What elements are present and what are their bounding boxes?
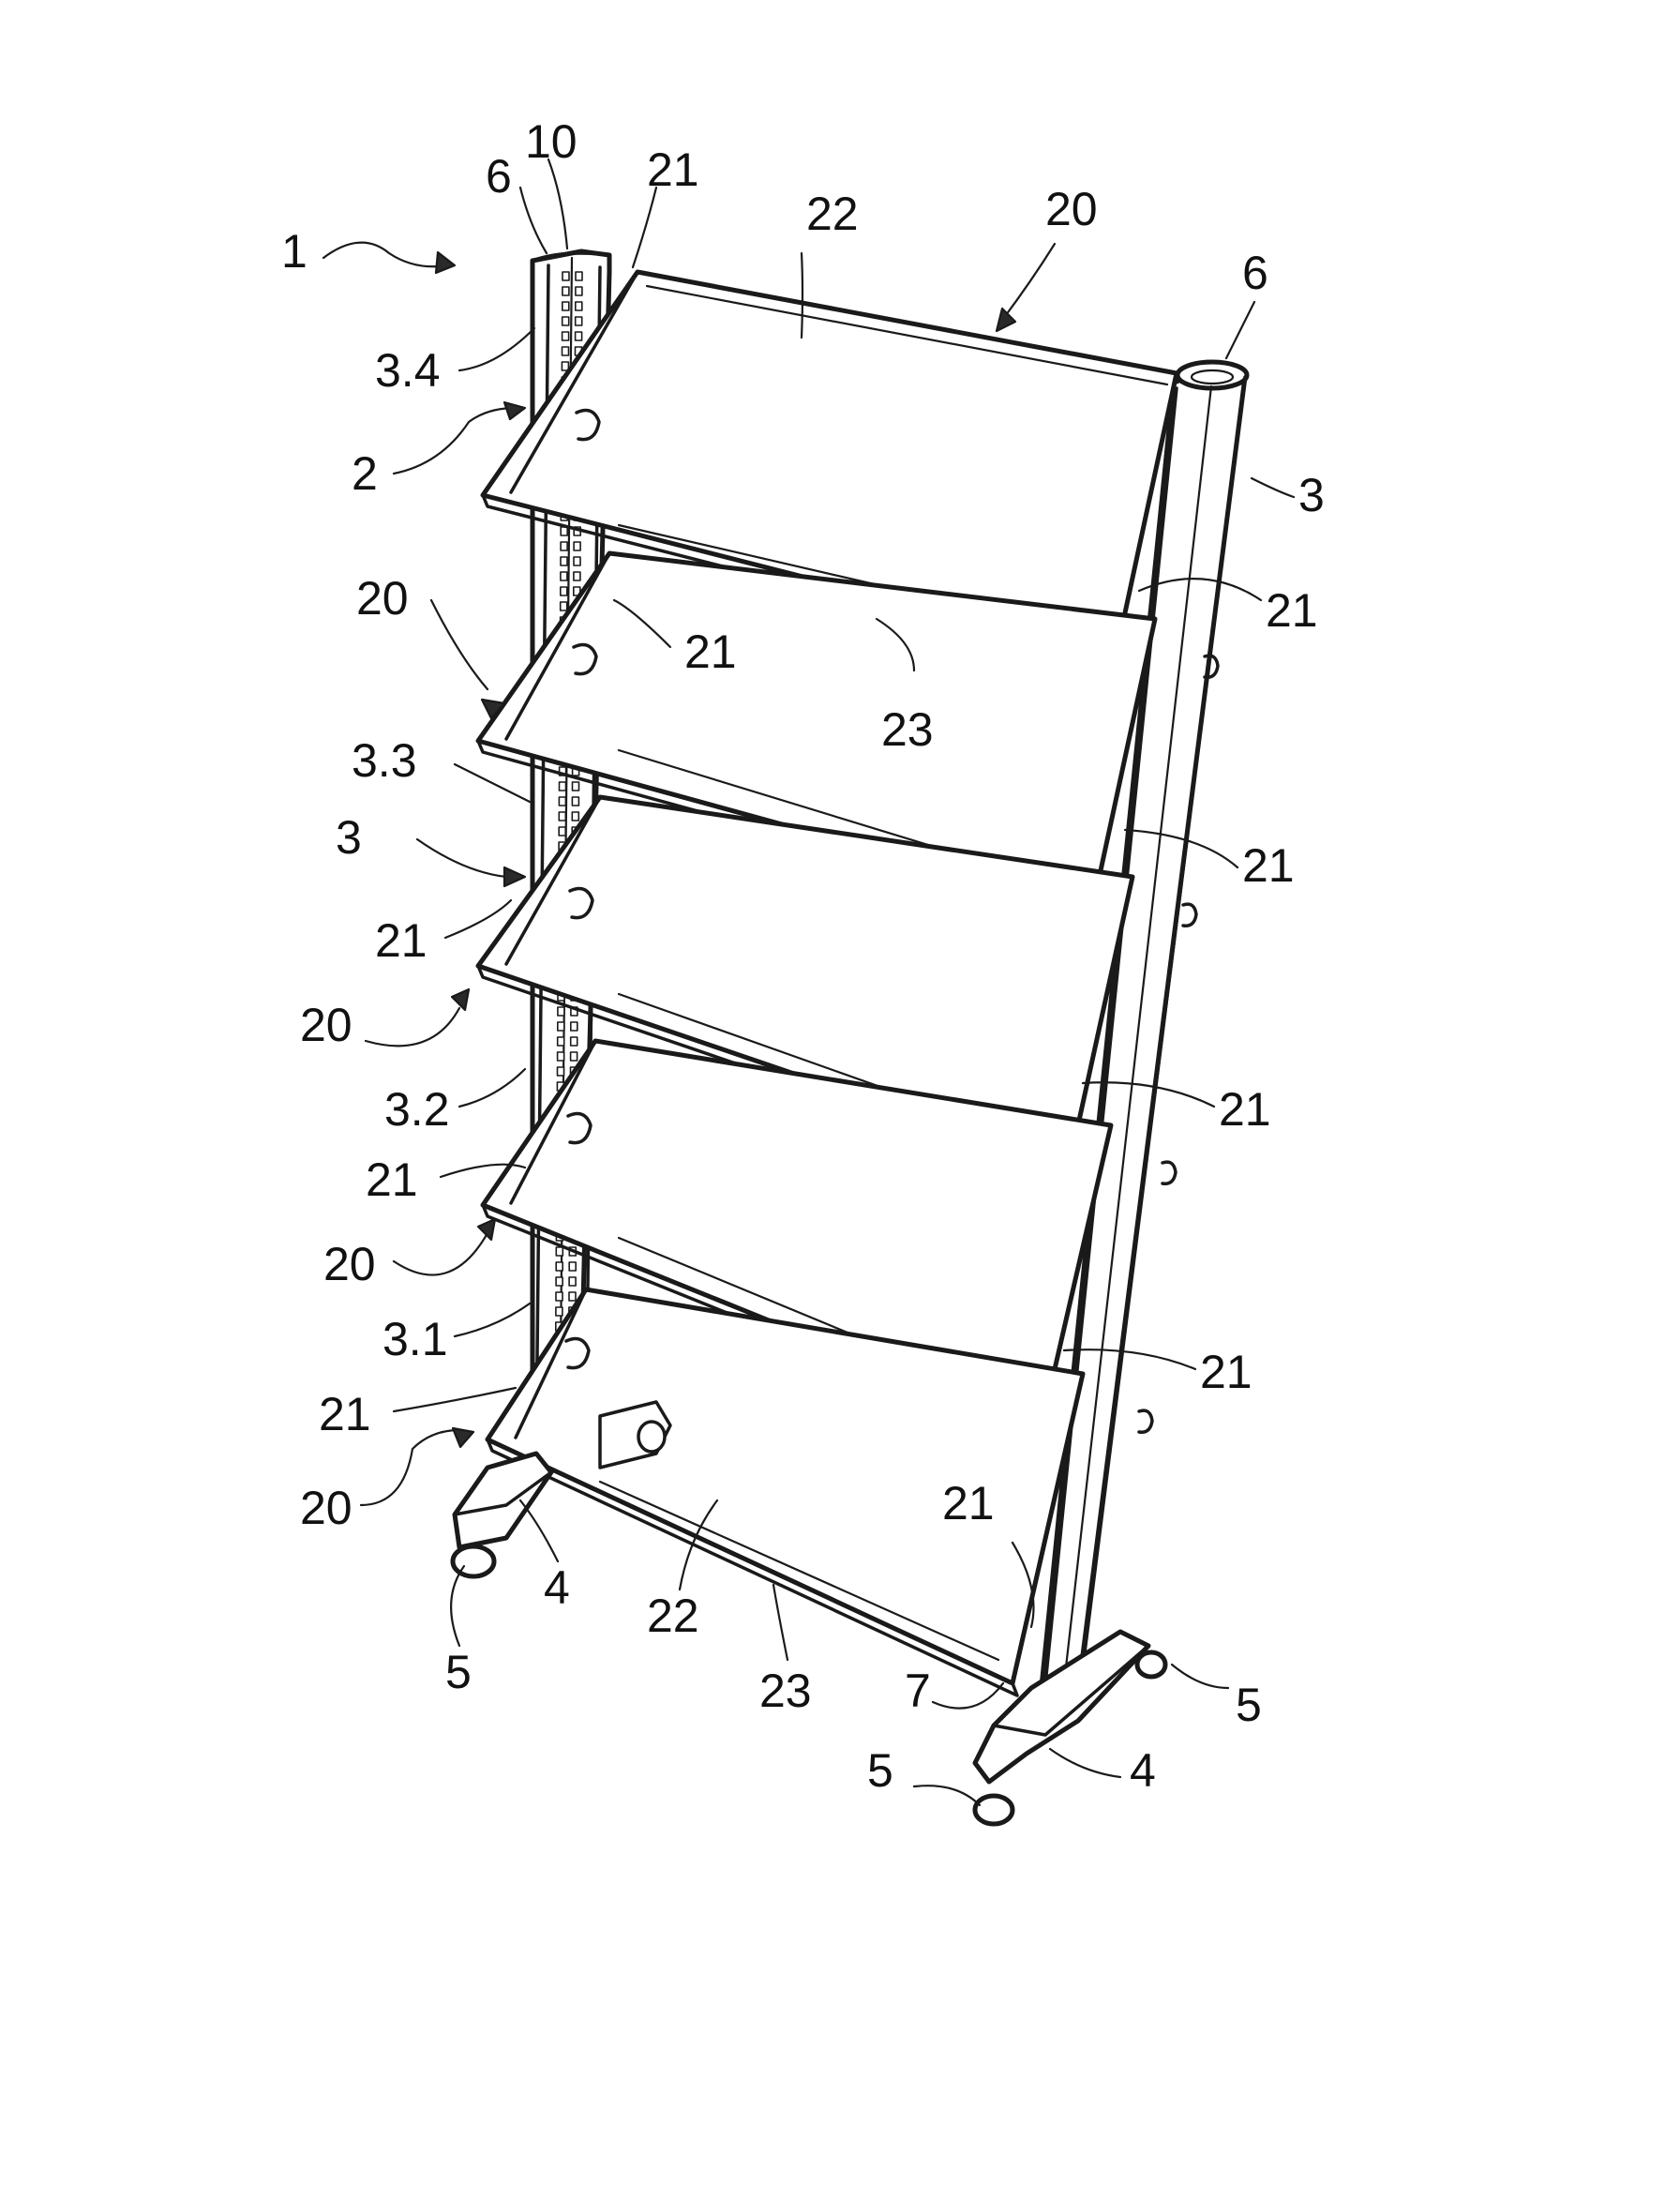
post-slot (569, 1277, 576, 1286)
label-21-e: 21 (1219, 1083, 1271, 1136)
label-3-right: 3 (1298, 469, 1325, 521)
label-3-3: 3.3 (352, 734, 417, 787)
label-4-right: 4 (1130, 1744, 1156, 1797)
post-slot (562, 287, 569, 295)
post-slot (558, 1067, 564, 1076)
label-5-left: 5 (445, 1646, 472, 1698)
post-slot (556, 1277, 562, 1286)
post-slot (561, 527, 567, 535)
post-slot (572, 812, 578, 821)
label-21-d: 21 (375, 914, 428, 967)
post-slot (559, 827, 565, 836)
post-slot (561, 587, 567, 595)
label-6-right: 6 (1242, 247, 1268, 299)
post-slot (561, 557, 567, 565)
post-slot (572, 797, 578, 806)
post-slot (558, 1037, 564, 1046)
post-slot (574, 557, 580, 565)
label-21-f: 21 (366, 1153, 418, 1206)
label-21-top: 21 (647, 143, 699, 196)
label-21-c: 21 (1242, 839, 1295, 892)
post-slot (569, 1262, 576, 1271)
label-20-top: 20 (1045, 183, 1098, 235)
post-slot (562, 272, 569, 280)
post-slot (576, 332, 582, 340)
post-slot (556, 1247, 562, 1256)
post-slot (559, 812, 565, 821)
label-3-2: 3.2 (384, 1083, 450, 1136)
label-4-left: 4 (544, 1561, 570, 1614)
post-slot (574, 542, 580, 550)
post-slot (576, 272, 582, 280)
label-1: 1 (281, 225, 308, 278)
post-slot (561, 572, 567, 580)
label-22-bottom: 22 (647, 1590, 699, 1642)
label-5-right: 5 (1236, 1679, 1262, 1731)
post-slot (562, 302, 569, 310)
post-slot (562, 332, 569, 340)
label-6-left: 6 (486, 150, 512, 203)
label-21-a: 21 (1266, 584, 1318, 637)
post-slot (558, 1052, 564, 1061)
post-slot (561, 602, 567, 610)
post-slot (560, 782, 566, 791)
post-slot (558, 1022, 564, 1031)
label-23-top: 23 (881, 703, 934, 756)
label-21-i: 21 (942, 1477, 995, 1529)
label-20-b: 20 (300, 999, 352, 1051)
label-3-4: 3.4 (375, 344, 441, 397)
post-slot (561, 542, 567, 550)
post-slot (562, 317, 569, 325)
label-5-front: 5 (867, 1744, 893, 1797)
label-20-a: 20 (356, 572, 409, 625)
label-21-g: 21 (1200, 1346, 1252, 1398)
post-slot (576, 302, 582, 310)
post-slot (558, 1007, 564, 1016)
post-slot (571, 1037, 578, 1046)
post-slot (571, 1022, 578, 1031)
post-slot (573, 782, 579, 791)
post-slot (562, 347, 569, 355)
label-10: 10 (525, 115, 578, 168)
post-slot (571, 1052, 578, 1061)
label-3-left: 3 (336, 811, 362, 864)
post-slot (559, 797, 565, 806)
label-2: 2 (352, 447, 378, 500)
label-21-b: 21 (684, 625, 737, 678)
label-21-h: 21 (319, 1388, 371, 1440)
post-slot (556, 1307, 562, 1316)
label-22-top: 22 (806, 188, 859, 240)
post-slot (556, 1262, 562, 1271)
label-20-c: 20 (323, 1238, 376, 1290)
label-3-1: 3.1 (382, 1313, 448, 1365)
label-7: 7 (905, 1665, 931, 1717)
post-slot (556, 1292, 562, 1301)
label-20-d: 20 (300, 1482, 352, 1534)
post-slot (574, 572, 580, 580)
post-slot (576, 287, 582, 295)
post-slot (569, 1292, 576, 1301)
label-23-bottom: 23 (759, 1665, 812, 1717)
post-slot (576, 317, 582, 325)
left-foot (453, 1454, 551, 1576)
